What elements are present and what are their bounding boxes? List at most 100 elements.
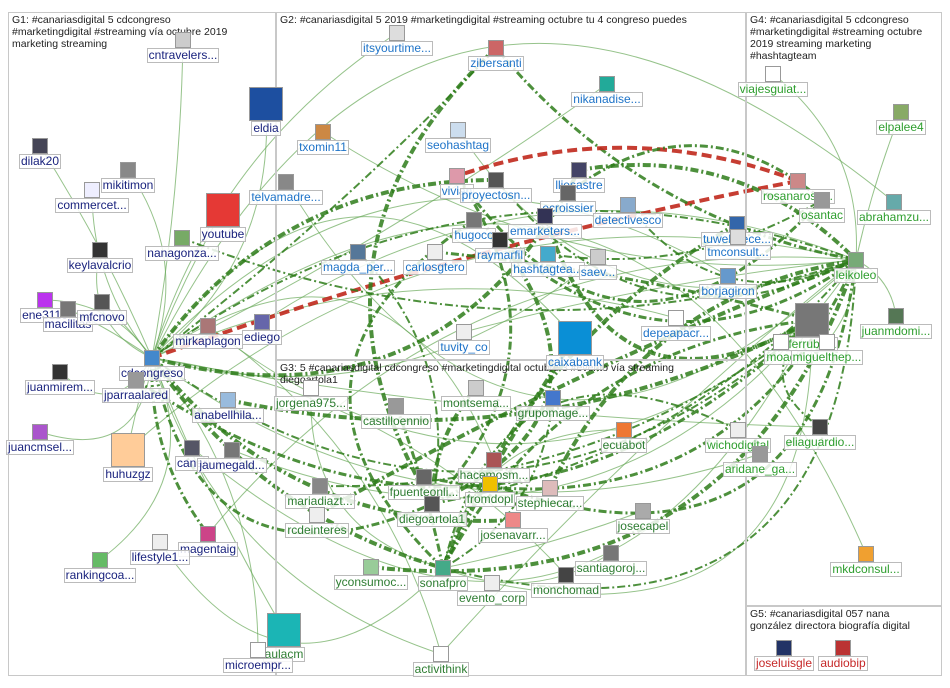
joseluisgle-node[interactable]: joseluisgle [753, 640, 815, 671]
jaumegald-node[interactable]: jaumegald... [197, 442, 267, 473]
fpuenteonli-node[interactable]: fpuenteonli... [387, 469, 461, 500]
mfcnovo-label: mfcnovo [77, 310, 127, 325]
ediego-node[interactable]: ediego [241, 314, 283, 345]
eliaguardio-node[interactable]: eliaguardio... [783, 419, 857, 450]
saev-node[interactable]: saev... [578, 249, 618, 280]
magentaig-node[interactable]: magentaig [177, 526, 239, 557]
zibersanti-avatar [487, 40, 504, 56]
osantac-label: osantac [798, 208, 846, 223]
commercet-node[interactable]: commercet... [55, 182, 129, 213]
hugoco-node[interactable]: hugoco [452, 212, 496, 243]
santiagoroj-node[interactable]: santiagoroj... [574, 545, 648, 576]
txomin11-node[interactable]: txomin11 [297, 124, 349, 155]
nikanadise-node[interactable]: nikanadise... [571, 76, 643, 107]
mirkaplagon-node[interactable]: mirkaplagon [173, 318, 243, 349]
depeapacr-node[interactable]: depeapacr... [640, 310, 712, 341]
fpuenteonli-avatar [416, 469, 432, 485]
sonafpro-node[interactable]: sonafpro [417, 560, 469, 591]
abrahamzu-node[interactable]: abrahamzu... [856, 194, 932, 225]
rankingcoa-node[interactable]: rankingcoa... [63, 552, 137, 583]
joseluisgle-label: joseluisgle [753, 656, 815, 671]
elpalee4-node[interactable]: elpalee4 [876, 104, 926, 135]
mariadiazt-node[interactable]: mariadiazt... [285, 478, 355, 509]
rankingcoa-avatar [92, 552, 108, 568]
mkdconsul-avatar [857, 546, 874, 562]
miguelthep-avatar [819, 334, 835, 350]
magda-node[interactable]: magda_per... [320, 244, 396, 275]
youtube-node[interactable]: youtube [199, 193, 247, 242]
eldia-node[interactable]: eldia [249, 87, 283, 136]
rcdeinteres-node[interactable]: rcdeinteres [285, 507, 349, 538]
group-title-g1: G1: #canariasdigital 5 cdcongreso#market… [12, 14, 228, 50]
castilloennio-node[interactable]: castilloennio [360, 398, 432, 429]
miguelthep-node[interactable]: miguelthep... [790, 334, 864, 365]
magentaig-avatar [199, 526, 216, 542]
juanmdomi-node[interactable]: juanmdomi... [859, 308, 933, 339]
mikitimon-node[interactable]: mikitimon [100, 162, 156, 193]
edge-txomin11-leikoleo [322, 131, 857, 266]
caixabank-node[interactable]: caixabank [545, 321, 605, 370]
itsyourtime-label: itsyourtime... [360, 41, 433, 56]
juancmsel-node[interactable]: juancmsel... [5, 424, 75, 455]
nanagonza-node[interactable]: nanagonza... [145, 230, 219, 261]
mfcnovo-node[interactable]: mfcnovo [77, 294, 127, 325]
aridane-node[interactable]: aridane_ga... [722, 446, 798, 477]
activithink-node[interactable]: activithink [412, 646, 470, 677]
huhuzgz-node[interactable]: huhuzgz [103, 433, 153, 482]
jorgena-node[interactable]: jorgena975... [273, 380, 349, 411]
juanmirem-label: juanmirem... [24, 380, 96, 395]
ecroissier-node[interactable]: ecroissier [540, 185, 596, 216]
montsema-node[interactable]: montsema... [440, 380, 512, 411]
yconsumoc-node[interactable]: yconsumoc... [333, 559, 409, 590]
seohashtag-node[interactable]: seohashtag [424, 122, 492, 153]
microempr-avatar [249, 642, 266, 658]
monchomad-node[interactable]: monchomad [530, 567, 602, 598]
telvamadre-node[interactable]: telvamadre... [249, 174, 323, 205]
keylavalcrio-node[interactable]: keylavalcrio [66, 242, 134, 273]
evento-node[interactable]: evento_corp [456, 575, 528, 606]
josecapel-node[interactable]: josecapel [615, 503, 671, 534]
diegoartola1-node[interactable]: diegoartola1 [396, 496, 468, 527]
carlosgtero-node[interactable]: carlosgtero [403, 244, 467, 275]
dilak20-label: dilak20 [18, 154, 62, 169]
leikoleo-node[interactable]: leikoleo [833, 252, 879, 283]
grupomage-node[interactable]: grupomage... [515, 390, 591, 421]
cntravelers-node[interactable]: cntravelers... [146, 32, 220, 63]
emarketers-avatar [537, 208, 553, 224]
hacemosm-node[interactable]: hacemosm... [457, 452, 531, 483]
emarketers-node[interactable]: emarketers... [507, 208, 583, 239]
monchomad-label: monchomad [530, 583, 602, 598]
stephiecar-node[interactable]: stephiecar... [515, 480, 585, 511]
tmconsult-node[interactable]: tmconsult... [705, 229, 771, 260]
txomin11-label: txomin11 [297, 140, 349, 155]
mkdconsul-node[interactable]: mkdconsul... [830, 546, 902, 577]
zibersanti-node[interactable]: zibersanti [468, 40, 524, 71]
osantac-avatar [814, 192, 830, 208]
moac-node[interactable]: moac [764, 334, 798, 365]
josenavarr-node[interactable]: josenavarr... [478, 512, 548, 543]
abrahamzu-label: abrahamzu... [856, 210, 932, 225]
youtube-avatar [205, 193, 240, 227]
hashtagtea-node[interactable]: hashtagtea... [511, 246, 585, 277]
microempr-node[interactable]: microempr... [222, 642, 293, 673]
dilak20-node[interactable]: dilak20 [18, 138, 62, 169]
detectivesco-node[interactable]: detectivesco [592, 197, 664, 228]
juanmirem-node[interactable]: juanmirem... [24, 364, 96, 395]
osantac-node[interactable]: osantac [798, 192, 846, 223]
lifestyle-node[interactable]: lifestyle1... [129, 534, 191, 565]
audiobip-node[interactable]: audiobip [818, 640, 868, 671]
tuvity-node[interactable]: tuvity_co [438, 324, 490, 355]
jparraalared-node[interactable]: jparraalared [101, 372, 171, 403]
aridane-label: aridane_ga... [722, 462, 798, 477]
fromdopl-node[interactable]: fromdopl [464, 476, 516, 507]
edge-mariadiazt-ferrubioa [319, 319, 813, 488]
proyectosn-node[interactable]: proyectosn... [459, 172, 533, 203]
ecuabot-node[interactable]: ecuabot [600, 422, 648, 453]
anabellhila-node[interactable]: anabellhila... [192, 392, 264, 423]
borjagiron-node[interactable]: borjagiron [699, 268, 757, 299]
raymarfil-node[interactable]: raymarfil [474, 232, 525, 263]
itsyourtime-node[interactable]: itsyourtime... [360, 25, 433, 56]
edge-cdcongreso-diegoartola1 [150, 357, 433, 535]
viajesguiat-node[interactable]: viajesguiat... [737, 66, 809, 97]
